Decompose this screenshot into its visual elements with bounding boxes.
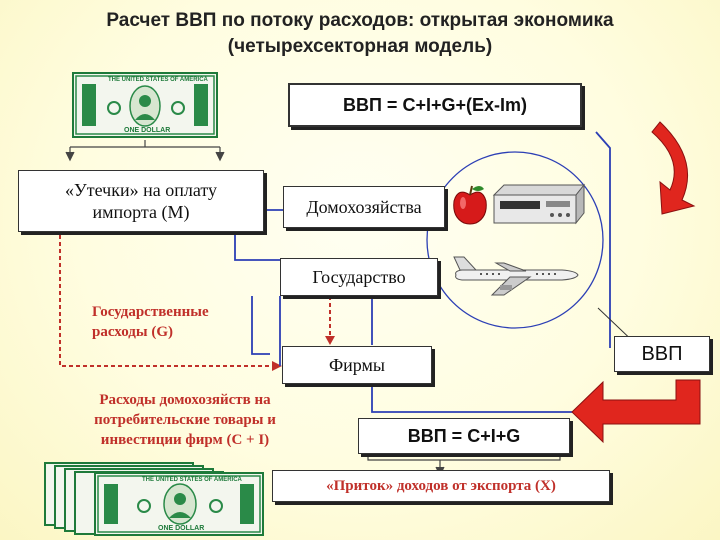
vcr-icon <box>492 183 586 225</box>
leak-to-firms-arrowhead <box>272 361 282 371</box>
gov-spending-line-1: Государственные <box>92 304 209 320</box>
households-label: Домохозяйства <box>306 196 422 217</box>
title-line-1: Расчет ВВП по потоку расходов: открытая … <box>106 10 614 31</box>
formula-open-text: ВВП = C+I+G+(Ex-Im) <box>343 94 527 115</box>
gdp-ring <box>426 151 604 329</box>
bill-bracket <box>65 140 225 162</box>
gdp-label-box: ВВП <box>614 336 710 372</box>
gov-spending-line-2: расходы (G) <box>92 324 174 340</box>
formula-closed-box: ВВП = C+I+G <box>358 418 570 454</box>
consumer-spending-line-1: Расходы домохозяйств на <box>99 392 271 408</box>
dollar-bill-icon: THE UNITED STATES OF AMERICA ONE DOLLAR <box>94 472 264 536</box>
page-title: Расчет ВВП по потоку расходов: открытая … <box>0 8 720 60</box>
red-arrow-icon <box>571 379 701 444</box>
consumer-spending-label: Расходы домохозяйств на потребительские … <box>40 390 330 450</box>
dollar-stack: THE UNITED STATES OF AMERICA ONE DOLLAR <box>44 462 274 538</box>
formula-closed-text: ВВП = C+I+G <box>407 425 521 446</box>
formula-open-box: ВВП = C+I+G+(Ex-Im) <box>288 83 582 127</box>
leak-to-firms-dashed <box>59 235 275 367</box>
inflow-box: «Приток» доходов от экспорта (X) <box>272 470 610 502</box>
stack-bill-bottom-text: ONE DOLLAR <box>158 525 205 532</box>
airplane-icon <box>453 256 579 296</box>
stack-bill-top-text: THE UNITED STATES OF AMERICA <box>142 477 242 483</box>
firms-box: Фирмы <box>282 346 432 384</box>
inflow-label: «Приток» доходов от экспорта (X) <box>326 477 556 494</box>
consumer-spending-line-2: потребительские товары и <box>94 412 276 428</box>
leak-line-1: «Утечки» на оплату <box>65 180 217 200</box>
blue-flow-lines <box>234 131 611 413</box>
firms-label: Фирмы <box>328 354 386 375</box>
government-label: Государство <box>312 266 406 287</box>
bill-top-text: THE UNITED STATES OF AMERICA <box>108 77 208 83</box>
curved-arrow-icon <box>651 121 696 215</box>
gov-spending-label: Государственные расходы (G) <box>92 302 272 342</box>
title-line-2: (четырехсекторная модель) <box>227 36 493 57</box>
consumer-spending-line-3: инвестиции фирм (C + I) <box>100 432 270 448</box>
government-box: Государство <box>280 258 438 296</box>
gov-to-firms-arrowhead <box>325 336 335 345</box>
households-box: Домохозяйства <box>283 186 445 228</box>
leak-box: «Утечки» на оплату импорта (M) <box>18 170 264 232</box>
apple-icon <box>453 185 487 225</box>
dollar-bill-icon: THE UNITED STATES OF AMERICA ONE DOLLAR <box>72 72 218 138</box>
gdp-label: ВВП <box>641 342 683 365</box>
leak-line-2: импорта (M) <box>92 202 190 222</box>
bill-bottom-text: ONE DOLLAR <box>124 127 171 134</box>
